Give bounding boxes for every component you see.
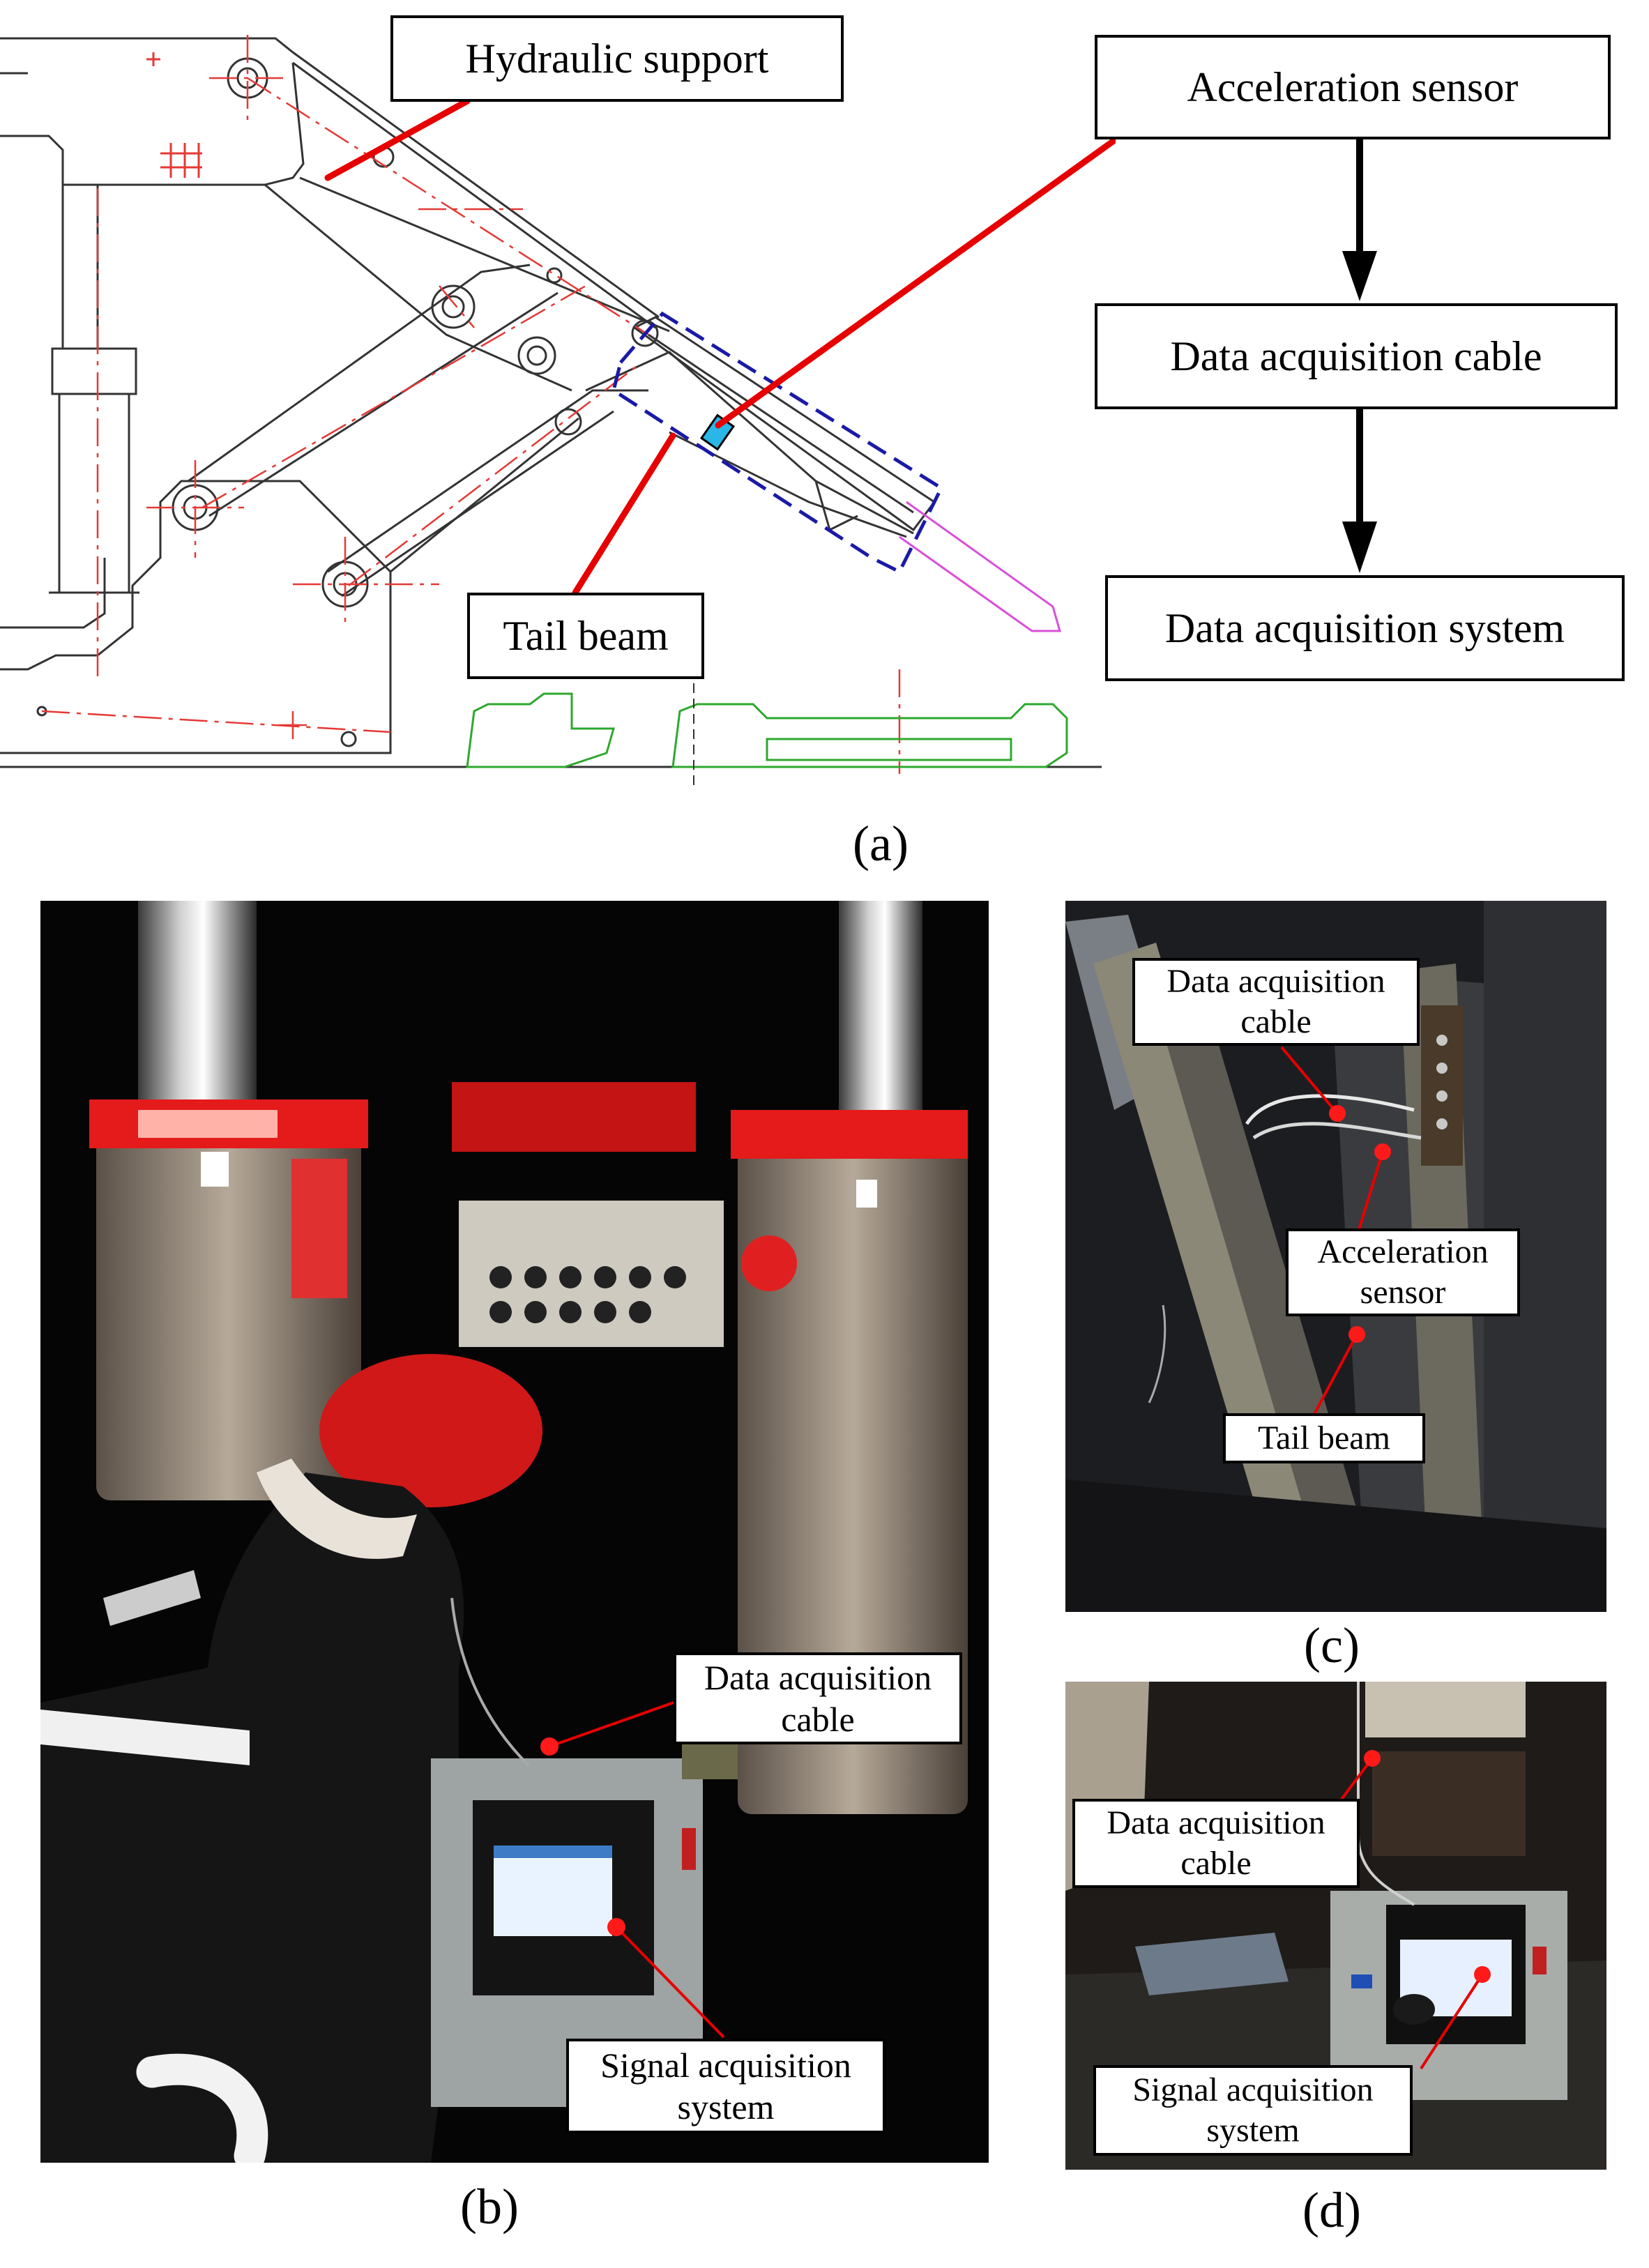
panel-c-cable-line2: cable [1240,1003,1312,1040]
panel-b-cable-line1: Data acquisition [704,1658,932,1697]
panel-c-sensor-line2: sensor [1360,1274,1446,1311]
panel-b-system-line2: system [677,2087,775,2126]
panel-b-system-label: Signal acquisition system [566,2039,886,2133]
panel-c-sensor-line1: Acceleration [1317,1233,1489,1270]
panel-b-cable-line2: cable [781,1700,855,1739]
flow-step-1-text: Acceleration sensor [1187,63,1519,110]
panel-d-callouts [1339,1750,1491,2070]
panel-b-callouts [540,1701,725,2039]
panel-b-system-line1: Signal acquisition [600,2046,851,2085]
flow-arrow-2-head [1342,522,1377,573]
panel-c-cable-label: Data acquisition cable [1132,958,1420,1046]
panel-c-tailbeam-dot [1348,1326,1365,1343]
panel-c-photo: Data acquisition cable Acceleration sens… [1065,901,1606,1612]
panel-d-system-line2: system [1206,2112,1300,2149]
panel-c-cable-dot [1329,1105,1346,1122]
flow-step-2-text: Data acquisition cable [1170,333,1542,379]
panel-c-sensor-label: Acceleration sensor [1286,1228,1520,1316]
panel-c-tailbeam-text: Tail beam [1258,1420,1390,1456]
panel-d-cable-line2: cable [1180,1845,1252,1882]
panel-c-cable-line1: Data acquisition [1167,963,1385,1000]
panel-c-callouts [1280,1046,1391,1417]
flow-step-acceleration-sensor: Acceleration sensor [1095,35,1611,139]
flow-step-data-acquisition-cable: Data acquisition cable [1095,303,1618,409]
panel-c-tailbeam-label: Tail beam [1223,1413,1425,1463]
panel-d-cable-line1: Data acquisition [1107,1804,1325,1841]
caption-d: (d) [1302,2182,1361,2238]
panel-d-photo: Data acquisition cable Signal acquisitio… [1065,1682,1606,2170]
caption-b: (b) [460,2179,519,2235]
panel-d-system-label: Signal acquisition system [1093,2065,1413,2156]
flow-arrow-1-head [1342,251,1377,301]
panel-d-system-dot [1474,1966,1491,1983]
caption-c: (c) [1304,1618,1360,1673]
panel-a: Hydraulic support Tail beam Acceleration… [0,0,1649,872]
panel-d-system-line1: Signal acquisition [1132,2071,1374,2108]
panel-b-photo: Data acquisition cable Signal acquisitio… [40,901,989,2163]
sensor-region-bracket [611,311,944,574]
panel-d-cable-label: Data acquisition cable [1072,1799,1360,1888]
panel-c-sensor-dot [1374,1143,1391,1160]
flow-step-3-text: Data acquisition system [1164,604,1565,651]
cable-callout-dot [540,1737,558,1756]
system-callout-dot [607,1918,625,1936]
flow-step-data-acquisition-system: Data acquisition system [1105,575,1625,681]
panel-d-cable-dot [1364,1750,1381,1767]
tail-beam-text: Tail beam [503,612,669,659]
hydraulic-support-label: Hydraulic support [390,15,844,102]
caption-a: (a) [853,816,909,872]
panel-b-cable-label: Data acquisition cable [674,1652,962,1744]
hydraulic-support-text: Hydraulic support [465,35,769,82]
hydraulic-support-drawing [0,35,1116,788]
tail-beam-label: Tail beam [467,593,704,679]
